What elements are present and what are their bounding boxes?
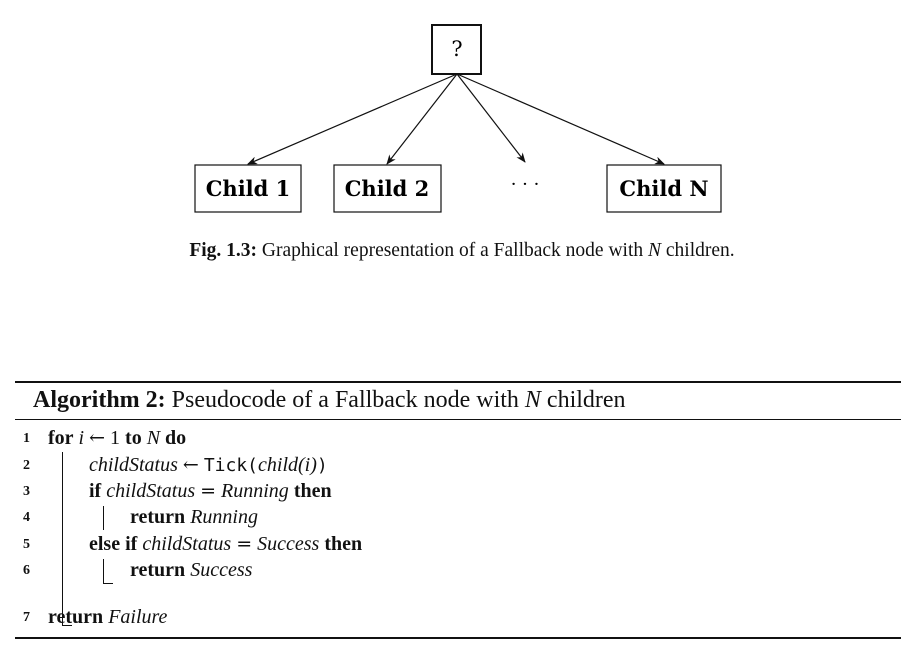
algorithm-header-rule [15, 419, 901, 420]
figure-caption-label: Fig. 1.3: [189, 240, 258, 261]
line-number: 4 [23, 510, 30, 525]
child-node-1-label: Child 1 [206, 176, 291, 201]
for-block-foot [62, 625, 72, 626]
figure-caption-text-after: children. [661, 240, 735, 261]
if-block-bar [103, 506, 104, 530]
line-code: return Success [130, 559, 253, 581]
algorithm-body: 1 for i ← 1 to N do 2 childStatus ← Tick… [15, 420, 901, 637]
line-code: for i ← 1 to N do [48, 427, 187, 449]
algorithm-title: Algorithm 2: Pseudocode of a Fallback no… [15, 383, 901, 419]
edge-root-child-1 [247, 73, 458, 165]
algorithm-title-var: N [524, 387, 541, 413]
child-node-1 [194, 164, 302, 213]
edge-root-child-n [456, 73, 665, 165]
line-number: 5 [23, 537, 30, 552]
elseif-block-bar [103, 559, 104, 583]
line-code: return Failure [48, 606, 168, 628]
for-block-bar [62, 452, 63, 625]
line-number: 6 [23, 563, 30, 578]
edge-root-ellipsis [456, 73, 526, 163]
line-code: childStatus ← Tick(child(i)) [89, 454, 328, 476]
figure-caption-var: N [648, 240, 662, 261]
line-number: 2 [23, 458, 30, 473]
line-code: return Running [130, 506, 258, 528]
child-node-n-label: Child N [619, 176, 708, 201]
algorithm-title-before: Pseudocode of a Fallback node with [165, 387, 525, 413]
child-node-n [606, 164, 722, 213]
child-node-2 [333, 164, 442, 213]
fallback-tree-diagram: ? Child 1 Child 2 · · · Child N [194, 24, 722, 213]
child-node-2-label: Child 2 [345, 176, 430, 201]
algorithm-title-after: children [540, 387, 626, 413]
fallback-root-node [431, 24, 482, 75]
line-number: 1 [23, 431, 30, 446]
line-code: if childStatus = Running then [89, 480, 332, 502]
algorithm-label: Algorithm 2: [33, 387, 166, 413]
figure-caption-text-before: Graphical representation of a Fallback n… [257, 240, 648, 261]
elseif-block-foot [103, 583, 113, 584]
algorithm-top-rule [15, 381, 901, 383]
line-code: else if childStatus = Success then [89, 533, 363, 555]
edge-root-child-2 [386, 73, 458, 165]
fallback-root-symbol: ? [451, 37, 462, 61]
line-number: 3 [23, 484, 30, 499]
algorithm-bottom-rule [15, 637, 901, 639]
children-ellipsis: · · · [511, 174, 540, 195]
line-number: 7 [23, 610, 30, 625]
algorithm-block: Algorithm 2: Pseudocode of a Fallback no… [15, 381, 901, 639]
figure-caption: Fig. 1.3: Graphical representation of a … [0, 240, 924, 262]
